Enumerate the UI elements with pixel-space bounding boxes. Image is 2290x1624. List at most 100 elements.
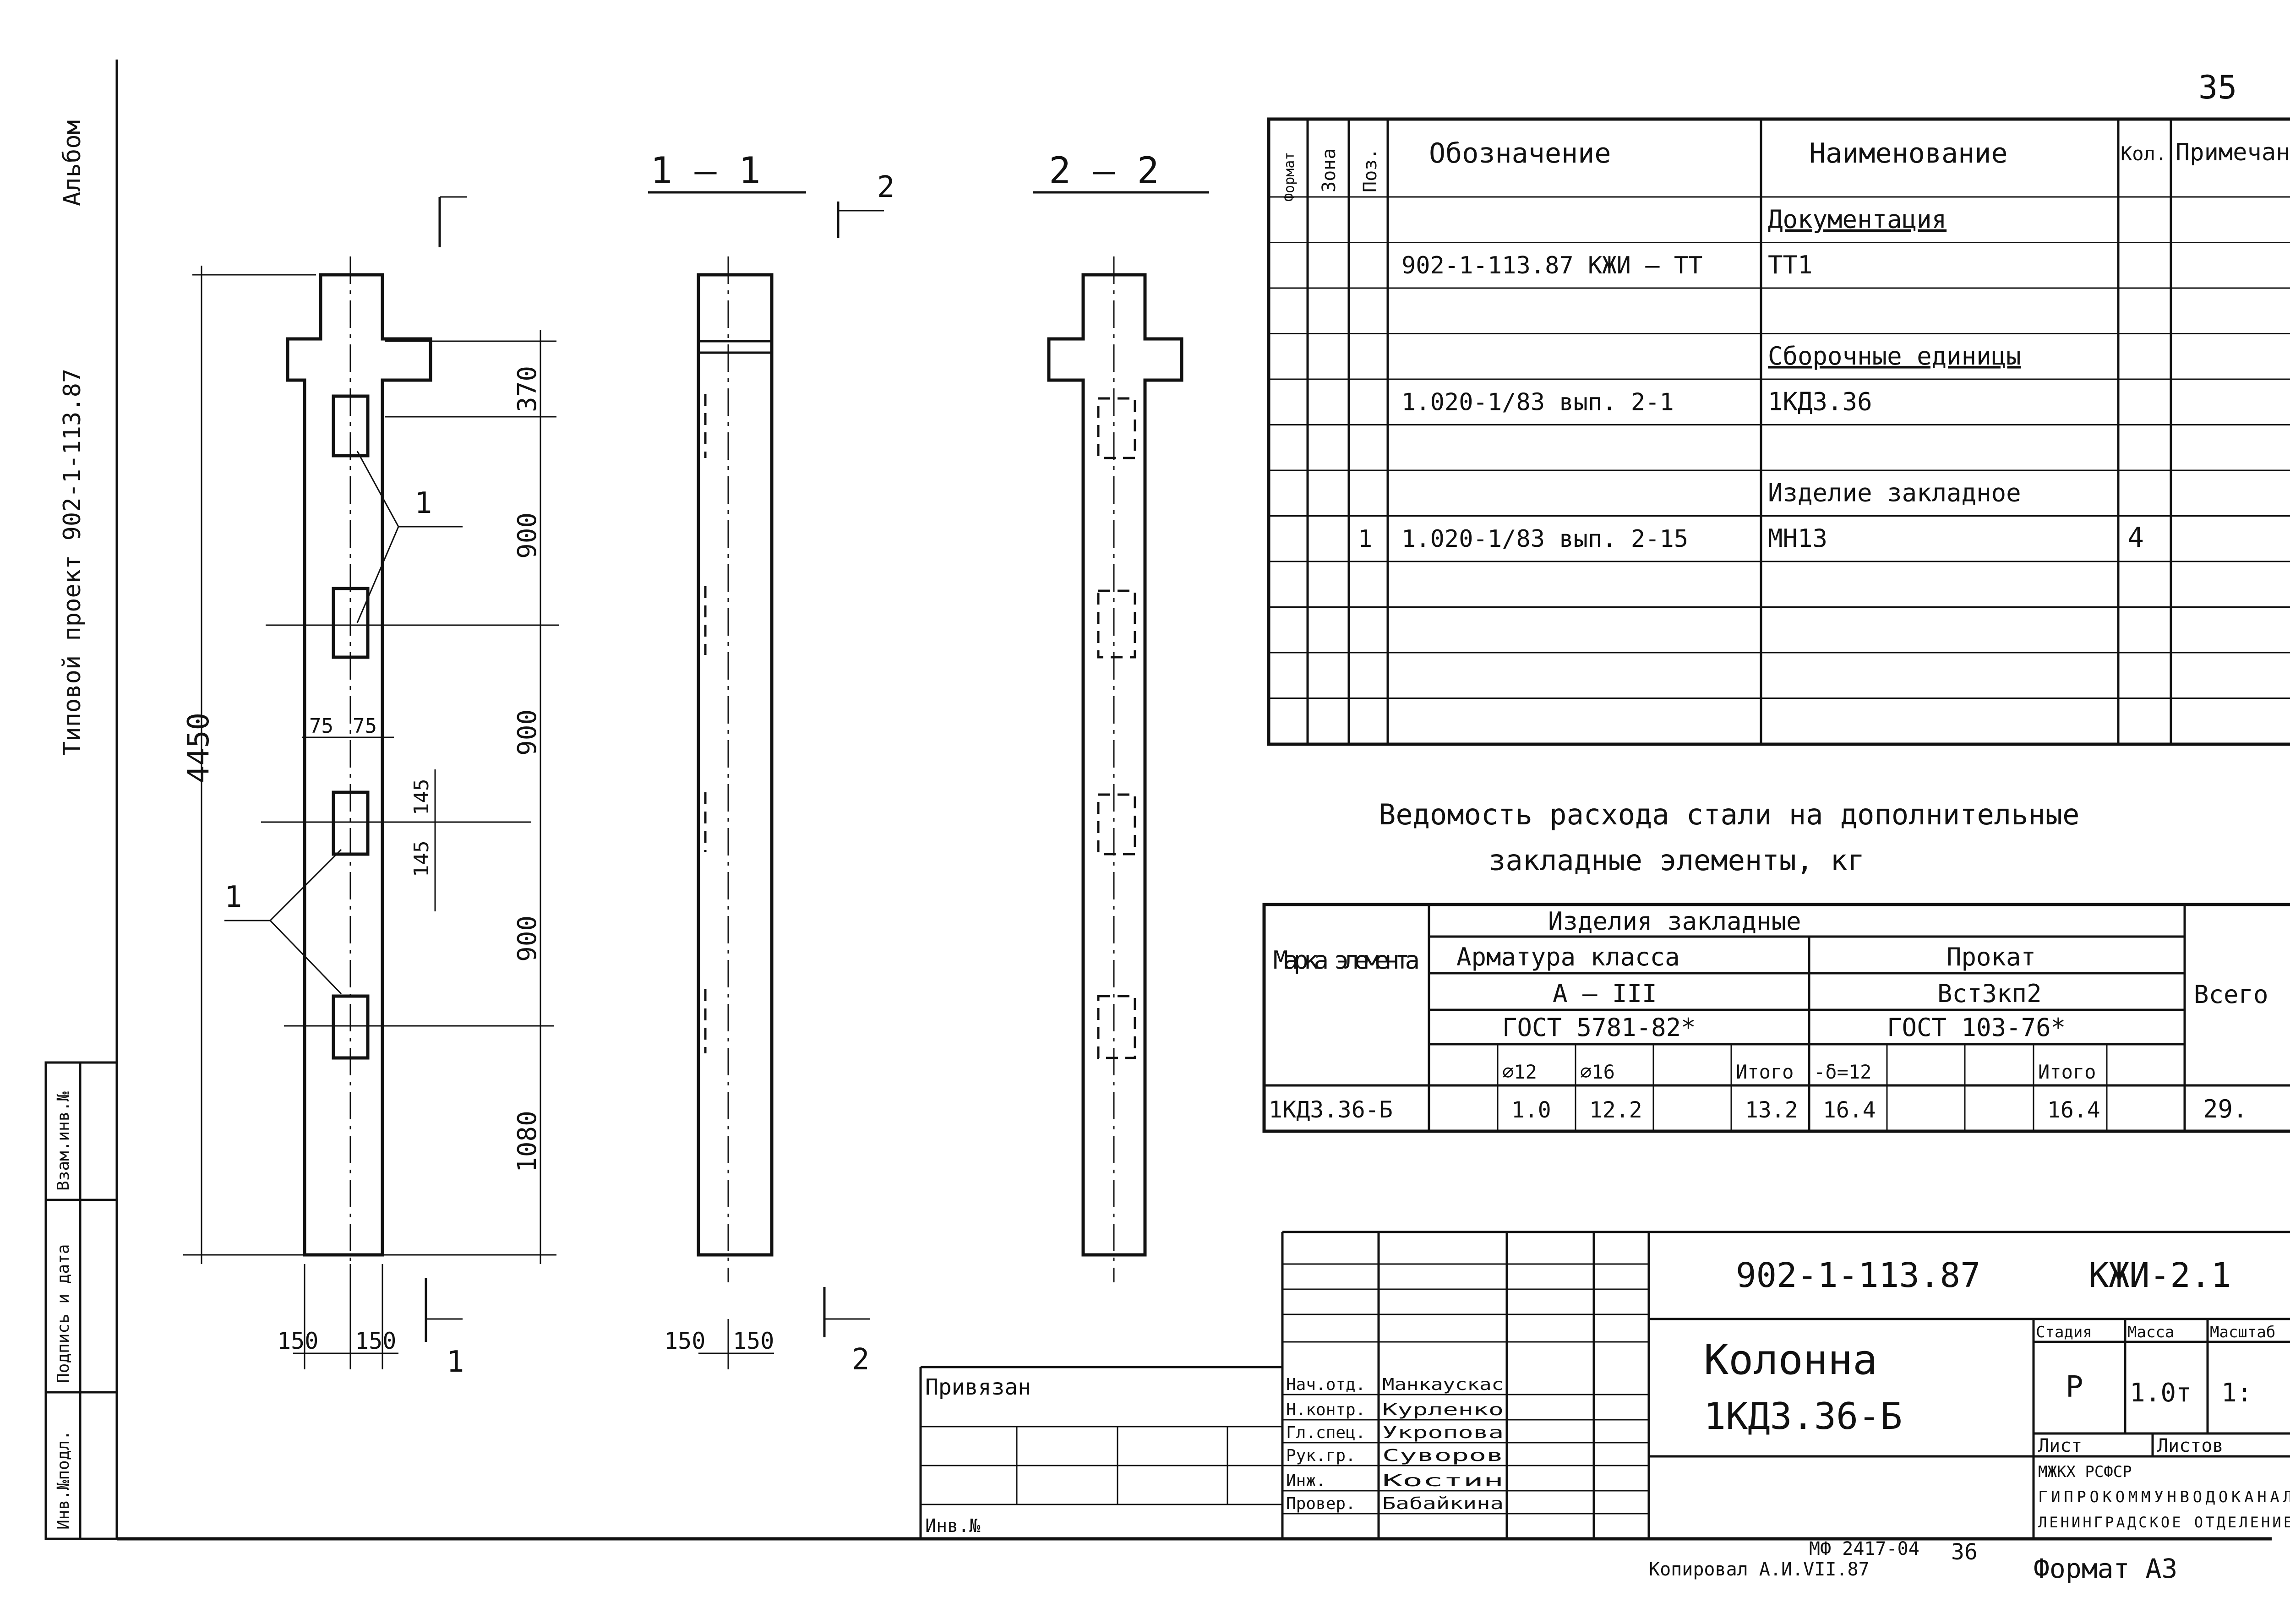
page-number: 35 — [2198, 69, 2237, 106]
steel-row-marka: 1КД3.36-Б — [1269, 1096, 1393, 1123]
project-label: Типовой проект 902-1-113.87 — [59, 369, 86, 756]
leader-1b: 1 — [224, 880, 242, 914]
tb-doc-code: 902-1-113.87 — [1736, 1256, 1981, 1295]
steel-row-value: 13.2 — [1745, 1097, 1798, 1123]
steel-h-gost1: ГОСТ 5781-82* — [1502, 1013, 1696, 1042]
tb-role: Рук.гр. — [1286, 1446, 1356, 1465]
steel-h-vst: Вст3кп2 — [1937, 979, 2042, 1008]
steel-title-1: Ведомость расхода стали на дополнительны… — [1379, 798, 2079, 831]
steel-h-a3: А — III — [1553, 979, 1657, 1008]
leader-1a: 1 — [414, 486, 432, 520]
section-1-title: 1 — 1 — [650, 149, 761, 192]
tb-sheet-label: Лист — [2038, 1435, 2082, 1456]
steel-sub-header: Итого — [2038, 1061, 2096, 1083]
section-2-title: 2 — 2 — [1049, 149, 1159, 192]
column-elevation: 4450 370 900 900 900 1080 75 75 145 145 … — [182, 196, 559, 1379]
spec-h-pos: Поз. — [1360, 148, 1381, 192]
tb-role: Инж. — [1286, 1471, 1326, 1490]
spec-table: Формат Зона Поз. Обозначение Наименовани… — [1267, 117, 2290, 746]
dim-370: 370 — [513, 366, 542, 412]
tb-stage: Р — [2066, 1370, 2083, 1404]
steel-row-value: 1.0 — [1511, 1097, 1551, 1123]
steel-row-value: 16.4 — [2047, 1097, 2100, 1123]
spec-row-designation: 902-1-113.87 КЖИ — ТТ — [1401, 252, 1702, 279]
inv-podl-label: Инв.№подл. — [54, 1430, 73, 1530]
spec-row-name: Сборочные единицы — [1768, 342, 2021, 371]
steel-title-2: закладные элементы, кг — [1488, 844, 1865, 877]
dim-145a: 145 — [410, 779, 433, 815]
steel-table: Ведомость расхода стали на дополнительны… — [1262, 798, 2290, 1133]
tb-org1: МЖКХ РСФСР — [2038, 1463, 2132, 1481]
tb-name: Суворов — [1382, 1446, 1504, 1465]
dim-150c: 150 — [664, 1328, 705, 1354]
tb-name: Курленко — [1382, 1401, 1504, 1419]
steel-h-marka: Марка элемента — [1273, 946, 1420, 975]
dim-900a: 900 — [513, 512, 542, 559]
tb-inv-no: Инв.№ — [925, 1515, 980, 1537]
tb-name: Костин — [1382, 1471, 1504, 1490]
spec-h-note: Примечание — [2176, 139, 2290, 166]
podpis-label: Подпись и дата — [54, 1244, 73, 1383]
dim-total: 4450 — [182, 713, 216, 783]
spec-row-name: Изделие закладное — [1768, 479, 2021, 507]
steel-row-value: 12.2 — [1589, 1097, 1642, 1123]
tb-title-2: 1КД3.36-Б — [1704, 1395, 1902, 1438]
footer: МФ 2417-04 36 Копировал А.И.VII.87 Форма… — [1649, 1538, 2177, 1584]
steel-row-total: 29. — [2203, 1095, 2248, 1123]
dim-75a: 75 — [309, 714, 333, 738]
steel-sub-header: ⌀16 — [1580, 1061, 1615, 1083]
tb-scale-label: Масштаб — [2210, 1323, 2275, 1341]
spec-h-zone: Зона — [1319, 148, 1340, 192]
tb-name: Манкаускас — [1382, 1375, 1504, 1394]
tb-title-1: Колонна — [1704, 1336, 1877, 1384]
tb-org3: ЛЕНИНГРАДСКОЕ ОТДЕЛЕНИЕ — [2038, 1514, 2290, 1531]
steel-sub-header: ⌀12 — [1502, 1061, 1537, 1083]
tb-org2: ГИПРОКОММУНВОДОКАНАЛ — [2038, 1488, 2290, 1506]
steel-h-vsego: Всего — [2194, 980, 2268, 1009]
spec-row-name: Документация — [1768, 205, 1946, 234]
tb-role: Н.контр. — [1286, 1401, 1365, 1419]
tb-name: Укропова — [1382, 1423, 1504, 1442]
tb-name: Бабайкина — [1382, 1494, 1504, 1513]
cut-1-label: 1 — [447, 1345, 464, 1379]
title-block: 902-1-113.87 КЖИ-2.1 Колонна 1КД3.36-Б С… — [919, 1231, 2290, 1539]
spec-row-designation: 1.020-1/83 вып. 2-1 — [1401, 389, 1674, 416]
dim-150a: 150 — [277, 1328, 318, 1354]
steel-h-gost2: ГОСТ 103-76* — [1887, 1013, 2066, 1042]
steel-sub-header: Итого — [1736, 1061, 1794, 1083]
spec-row-name: ТТ1 — [1768, 251, 1813, 279]
section-2-2: 2 — 2 — [1033, 149, 1209, 1282]
spec-h-format: Формат — [1281, 152, 1298, 202]
spec-h-name: Наименование — [1809, 137, 2007, 169]
steel-h-armatura: Арматура класса — [1456, 943, 1680, 971]
dim-900b: 900 — [513, 709, 542, 756]
spec-row-designation: 1.020-1/83 вып. 2-15 — [1401, 525, 1688, 553]
tb-sheet-code: КЖИ-2.1 — [2088, 1256, 2231, 1295]
tb-role: Гл.спец. — [1286, 1423, 1365, 1442]
spec-h-designation: Обозначение — [1429, 137, 1611, 169]
tb-mass: 1.0т — [2130, 1378, 2192, 1408]
tb-scale: 1: — [2221, 1378, 2252, 1408]
footer-format: Формат А3 — [2034, 1553, 2177, 1584]
tb-mass-label: Масса — [2127, 1323, 2174, 1341]
tb-role: Провер. — [1286, 1494, 1356, 1513]
section-1-1: 1 — 1 2 150 150 2 — [648, 149, 895, 1377]
left-stamp: Инв.№подл. Подпись и дата Взам.инв.№ — [44, 1061, 118, 1540]
steel-sub-header: -δ=12 — [1814, 1061, 1871, 1083]
footer-copied: Копировал А.И.VII.87 — [1649, 1559, 1870, 1580]
cut-2-label-bottom: 2 — [852, 1343, 870, 1377]
dim-1080: 1080 — [513, 1111, 542, 1172]
dim-75b: 75 — [353, 714, 377, 738]
footer-mf: МФ 2417-04 — [1809, 1538, 1919, 1559]
steel-row-value: 16.4 — [1823, 1097, 1876, 1123]
footer-sheetnum: 36 — [1951, 1539, 1978, 1565]
spec-h-qty: Кол. — [2121, 142, 2167, 165]
spec-row-name: МН13 — [1768, 524, 1827, 553]
dim-145b: 145 — [410, 841, 433, 877]
dim-150b: 150 — [355, 1328, 396, 1354]
tb-role: Нач.отд. — [1286, 1375, 1365, 1394]
spec-row-qty: 4 — [2127, 522, 2144, 554]
dim-900c: 900 — [513, 916, 542, 962]
tb-stage-label: Стадия — [2036, 1323, 2092, 1341]
